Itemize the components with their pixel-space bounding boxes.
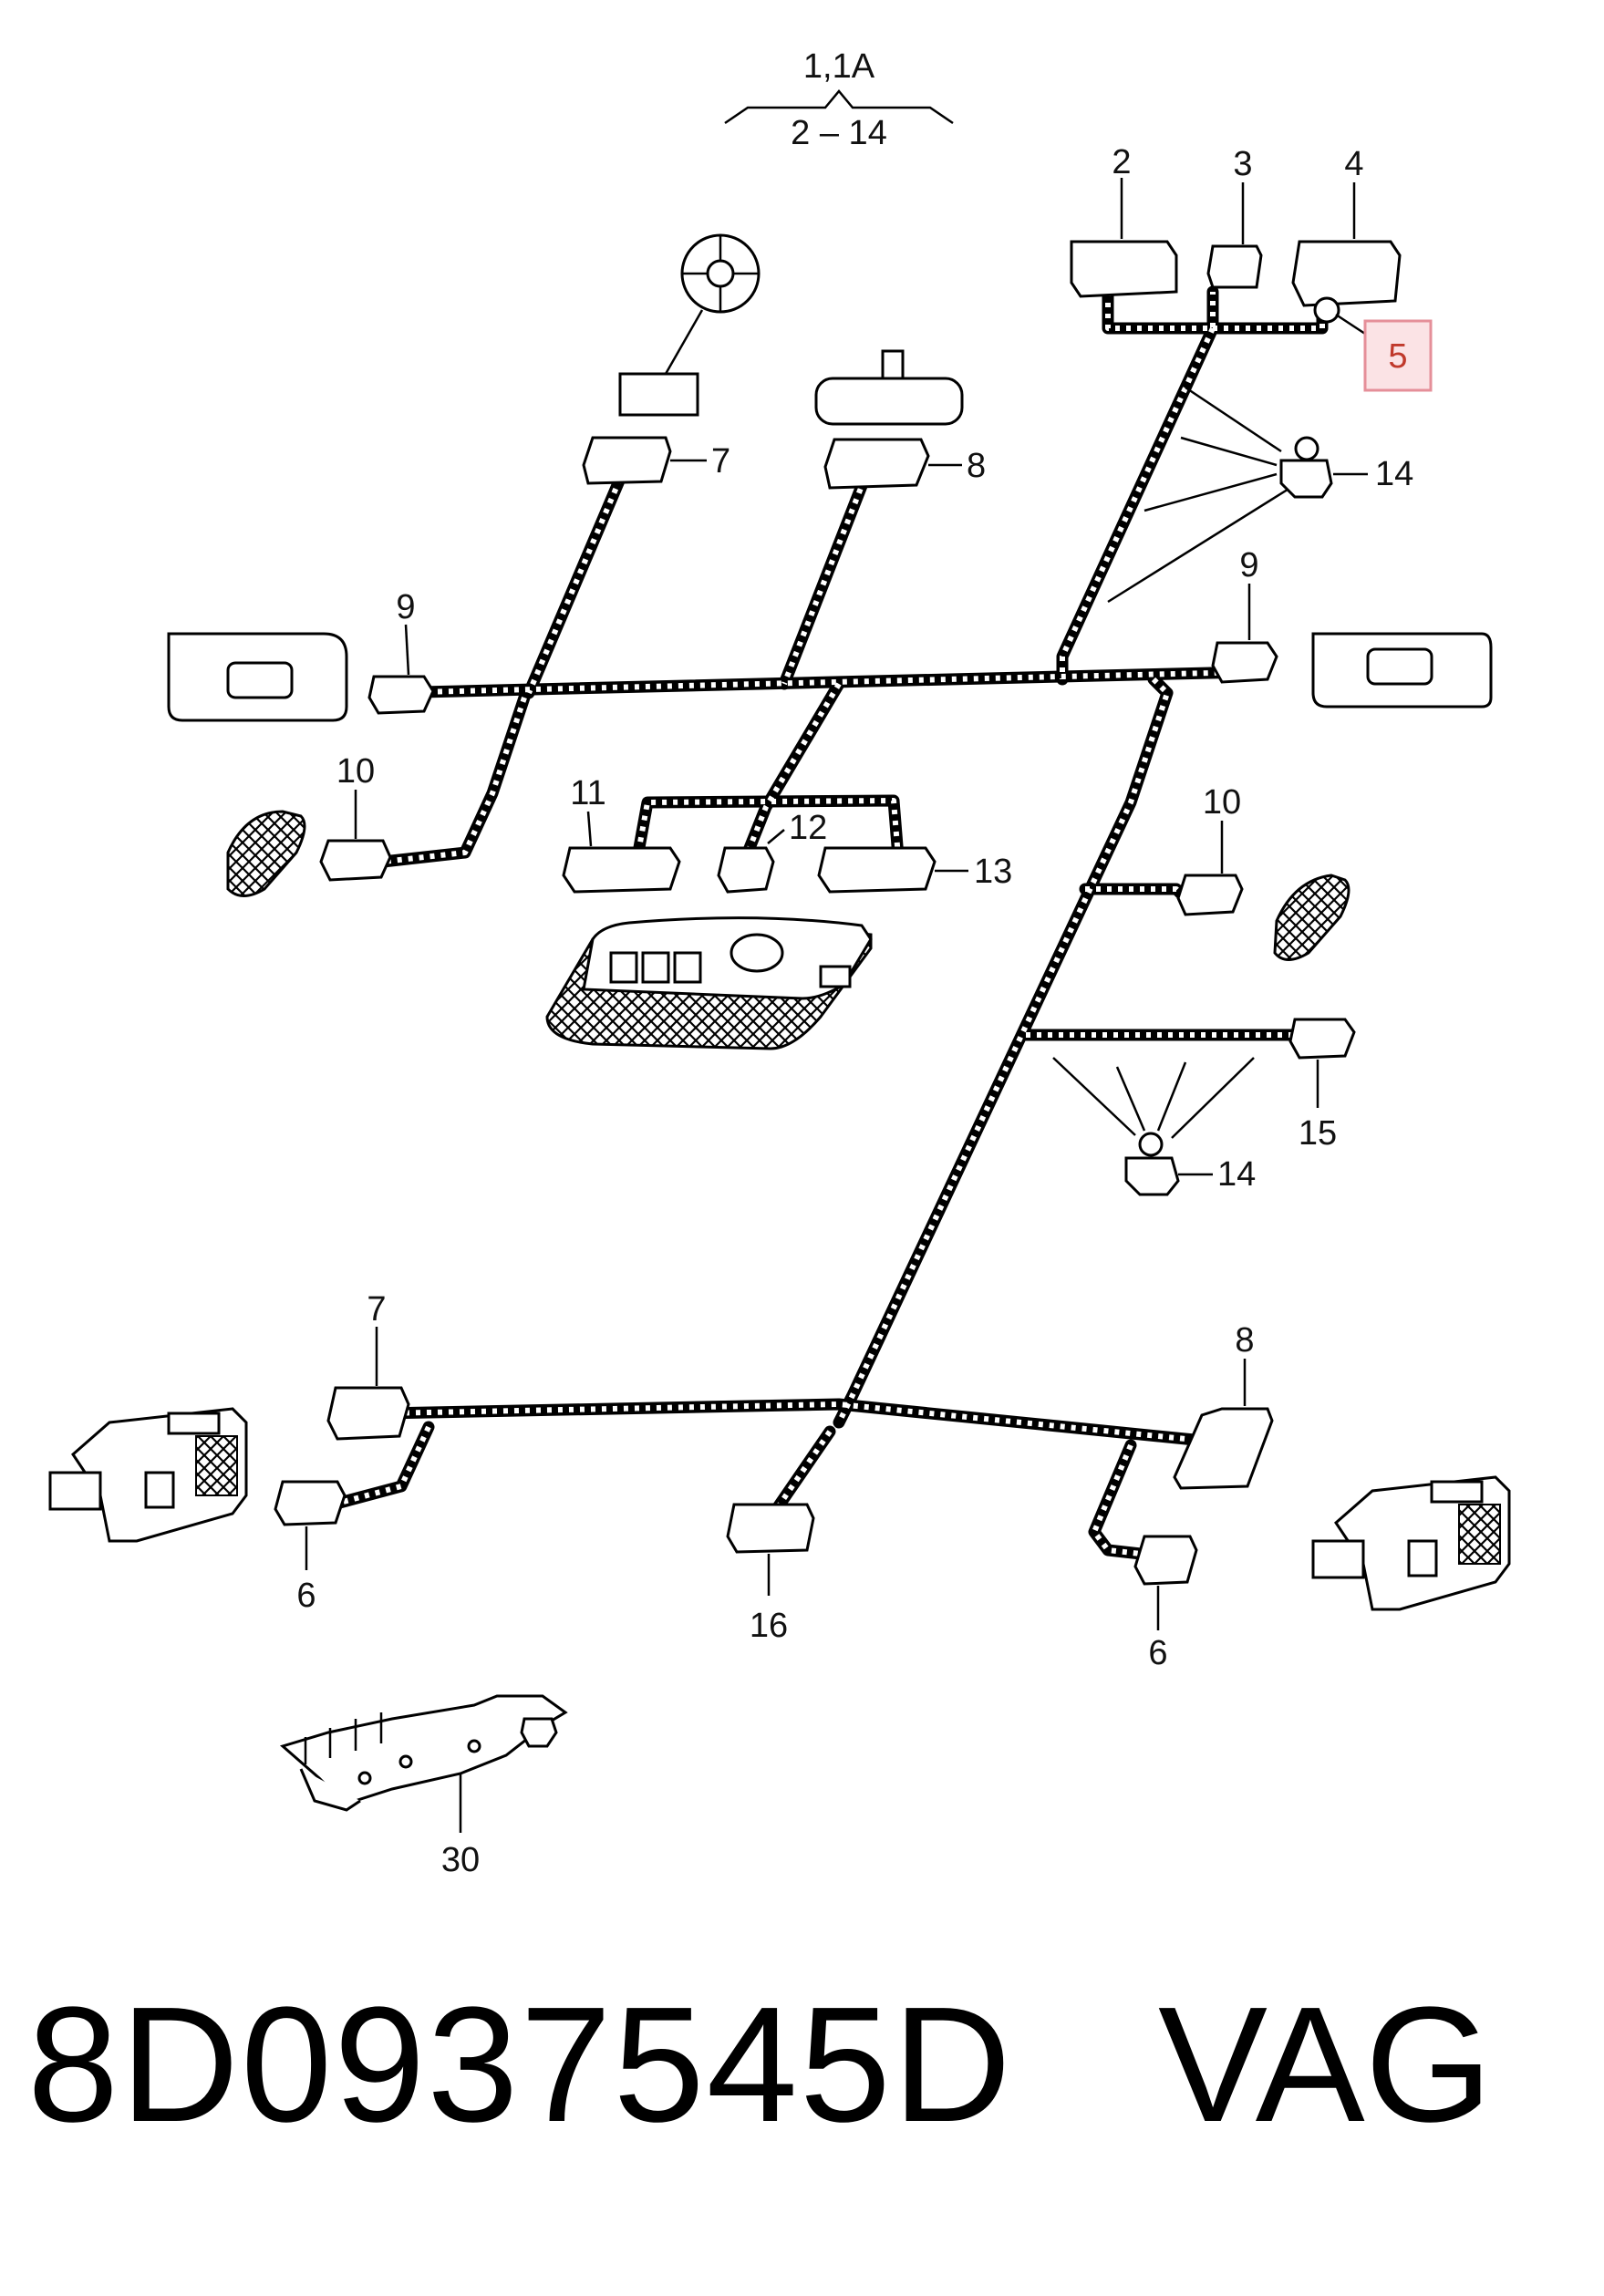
connector-6-left: 6: [274, 1480, 347, 1615]
callout-9-left: 9: [396, 588, 415, 626]
callout-9-right: 9: [1239, 546, 1258, 584]
clip-14-top: 14: [1107, 386, 1413, 604]
part-number: 8D0937545D: [27, 1973, 1013, 2156]
connector-6-right: 6: [1133, 1535, 1198, 1672]
callout-14-bottom: 14: [1217, 1155, 1256, 1194]
callout-8-bottom: 8: [1235, 1321, 1254, 1360]
connector-13: 13: [817, 846, 1012, 894]
callout-30: 30: [441, 1841, 480, 1879]
callout-6-right: 6: [1148, 1634, 1167, 1672]
rear-lamp-right: [1311, 1475, 1511, 1611]
highlight-box: [1363, 319, 1433, 392]
header-group-label: 1,1A 2 – 14: [724, 47, 954, 152]
group-range-label: 2 – 14: [791, 114, 887, 152]
callout-6-left: 6: [296, 1577, 316, 1615]
callout-11: 11: [570, 774, 605, 812]
connector-5-highlighted: 5: [1313, 296, 1433, 392]
bracket-30: 30: [279, 1694, 568, 1879]
connector-9-left: 9: [367, 588, 435, 715]
callout-2: 2: [1112, 143, 1131, 181]
connector-3: 3: [1206, 145, 1263, 289]
vanity-mirror-left: [167, 632, 348, 722]
callout-4: 4: [1344, 145, 1363, 183]
connector-10-left: 10: [319, 752, 392, 882]
connector-7-bottom: 7: [326, 1290, 410, 1441]
callout-14-top: 14: [1375, 455, 1413, 493]
rear-lamp-left: [48, 1407, 248, 1543]
sunroof-motor: [618, 233, 761, 417]
connector-8-top: 8: [823, 438, 986, 490]
callout-12: 12: [789, 809, 827, 847]
callout-15: 15: [1299, 1114, 1337, 1153]
rear-view-mirror: [814, 349, 964, 426]
connector-8-bottom: 8: [1173, 1321, 1274, 1490]
connector-15: 15: [1288, 1018, 1356, 1153]
connector-2: 2: [1070, 143, 1178, 298]
connector-10-right: 10: [1176, 783, 1244, 916]
callout-8-top: 8: [967, 447, 986, 485]
callout-10-left: 10: [336, 752, 375, 791]
connector-9-right: 9: [1211, 546, 1278, 684]
reading-lamp-left: [226, 810, 306, 897]
interior-light-module: [545, 916, 873, 1050]
vanity-mirror-right: [1311, 632, 1493, 708]
callout-13: 13: [974, 853, 1012, 891]
connector-12: 12: [717, 809, 827, 894]
connector-4: 4: [1291, 145, 1402, 307]
reading-lamp-right: [1273, 874, 1350, 961]
clip-14-bottom: 14: [1052, 1057, 1256, 1196]
callout-7-bottom: 7: [367, 1290, 386, 1329]
callout-16: 16: [750, 1607, 788, 1645]
callout-7-top: 7: [711, 442, 730, 481]
connector-11: 11: [562, 774, 681, 894]
callout-3: 3: [1233, 145, 1252, 183]
connector-7-top: 7: [582, 436, 730, 485]
connector-16: 16: [726, 1503, 815, 1645]
group-top-label: 1,1A: [803, 47, 875, 86]
brand-label: VAG: [1158, 1973, 1493, 2156]
wire-harness: [326, 285, 1329, 1561]
callout-10-right: 10: [1203, 783, 1241, 822]
callout-5: 5: [1388, 337, 1407, 376]
